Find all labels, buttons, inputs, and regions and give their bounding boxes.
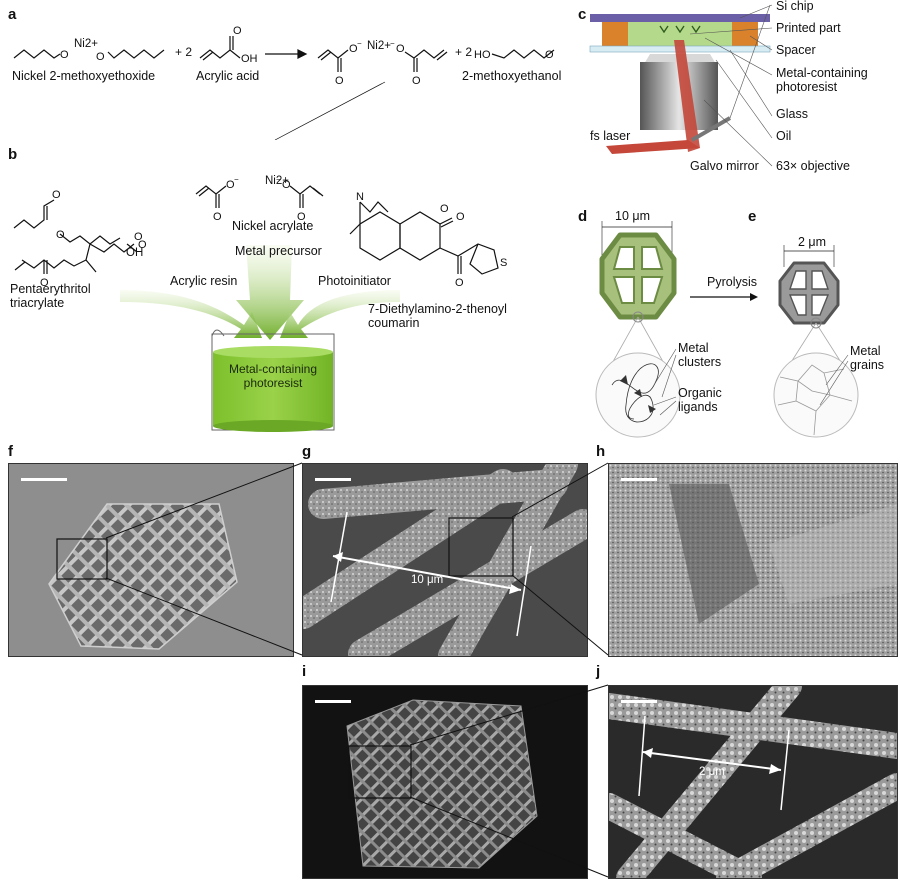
svg-text:O: O — [56, 229, 65, 241]
label-nickel-methoxyethoxide: Nickel 2-methoxyethoxide — [12, 69, 156, 83]
panel-de-lattice-diagram — [595, 221, 859, 438]
svg-text:O: O — [456, 211, 465, 223]
panel-letter-c: c — [578, 6, 587, 23]
label-metal-clusters: Metal clusters — [678, 341, 722, 369]
svg-text:O: O — [52, 189, 61, 201]
label-photoinitiator-compound: 7-Diethylamino-2-thenoyl coumarin — [368, 302, 507, 330]
beaker-label: Metal-containing photoresist — [228, 362, 318, 390]
label-metal-precursor: Metal precursor — [235, 244, 322, 258]
label-metal-photoresist: Metal-containing photoresist — [776, 66, 868, 94]
svg-text:O: O — [282, 179, 291, 191]
panel-letter-b: b — [8, 146, 18, 163]
panel-c-printing-setup — [589, 4, 773, 167]
sem-image-i — [302, 685, 588, 879]
panel-letter-g: g — [302, 443, 312, 460]
svg-text:O: O — [335, 75, 344, 87]
panel-letter-h: h — [596, 443, 606, 460]
panel-d-dimension: 10 μm — [615, 209, 650, 223]
svg-text:O: O — [440, 203, 449, 215]
panel-letter-i: i — [302, 663, 307, 680]
svg-text:OH: OH — [241, 53, 258, 65]
label-pentaerythritol-triacrylate: Pentaerythritol triacrylate — [10, 282, 91, 310]
panel-letter-d: d — [578, 208, 588, 225]
panel-a-plus-2: + 2 — [455, 45, 473, 59]
svg-text:O: O — [233, 25, 242, 37]
label-pyrolysis: Pyrolysis — [707, 275, 758, 289]
panel-b-oh: OH — [126, 247, 144, 259]
label-oil: Oil — [776, 129, 792, 143]
svg-text:O: O — [349, 43, 358, 55]
panel-a-ni-ion: Ni2+ — [74, 38, 98, 50]
label-si-chip: Si chip — [776, 0, 814, 13]
svg-text:O: O — [213, 211, 222, 223]
sem-image-h — [608, 463, 898, 657]
svg-text:N: N — [356, 191, 364, 203]
svg-text:HO: HO — [474, 49, 491, 61]
panel-a-reaction-scheme: O O O OH O− O O− O HO O — [13, 25, 555, 140]
label-acrylic-resin: Acrylic resin — [170, 274, 238, 288]
label-galvo-mirror: Galvo mirror — [690, 159, 759, 173]
sem-image-f — [8, 463, 294, 657]
label-metal-grains: Metal grains — [850, 344, 885, 372]
svg-text:O: O — [226, 179, 235, 191]
svg-text:−: − — [276, 175, 281, 184]
svg-text:O: O — [96, 51, 105, 63]
svg-text:O: O — [134, 231, 143, 243]
panel-j-dimension: 2 μm — [699, 766, 725, 778]
svg-text:O: O — [455, 277, 464, 289]
label-spacer: Spacer — [776, 43, 816, 57]
svg-text:−: − — [234, 175, 239, 184]
svg-text:O: O — [40, 277, 49, 289]
svg-text:O: O — [60, 49, 69, 61]
svg-text:O: O — [297, 211, 306, 223]
sem-image-j: 2 μm — [608, 685, 898, 879]
sem-image-g: 10 μm — [302, 463, 588, 657]
label-printed-part: Printed part — [776, 21, 841, 35]
panel-e-dimension: 2 μm — [798, 235, 827, 249]
svg-text:O: O — [396, 43, 405, 55]
label-nickel-acrylate: Nickel acrylate — [232, 219, 314, 233]
svg-text:S: S — [500, 257, 507, 269]
label-glass: Glass — [776, 107, 808, 121]
panel-letter-e: e — [748, 208, 757, 225]
panel-a-plus-1: + 2 — [175, 45, 193, 59]
label-methoxyethanol: 2-methoxyethanol — [462, 69, 562, 83]
svg-text:−: − — [390, 39, 395, 48]
svg-text:O: O — [138, 239, 147, 251]
label-acrylic-acid: Acrylic acid — [196, 69, 260, 83]
panel-g-dimension: 10 μm — [411, 574, 444, 586]
label-fs-laser: fs laser — [590, 129, 631, 143]
panel-b-ni-ion: Ni2+ — [265, 175, 289, 187]
label-organic-ligands: Organic ligands — [678, 386, 722, 414]
panel-b-formulation-diagram: O− O O− O OO OO O N OO O S — [13, 175, 507, 432]
panel-letter-a: a — [8, 6, 17, 23]
svg-text:O: O — [412, 75, 421, 87]
panel-letter-j: j — [596, 663, 601, 680]
label-photoinitiator: Photoinitiator — [318, 274, 391, 288]
panel-a-product-ni-ion: Ni2+ — [367, 40, 391, 52]
svg-text:O: O — [545, 49, 554, 61]
label-objective: 63× objective — [776, 159, 851, 173]
panel-letter-f: f — [8, 443, 13, 460]
svg-text:−: − — [357, 39, 362, 48]
